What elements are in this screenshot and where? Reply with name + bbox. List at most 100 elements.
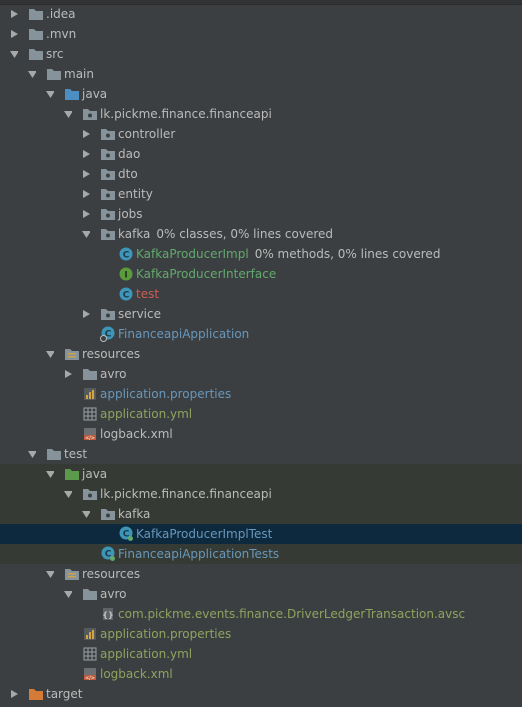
tree-node-test-class[interactable]: C test [0,284,522,304]
avsc-file-icon: {} [100,606,116,622]
tree-node-financeapi-application-tests[interactable]: C FinanceapiApplicationTests [0,544,522,564]
tree-node-kafka[interactable]: kafka 0% classes, 0% lines covered [0,224,522,244]
collapse-arrow-icon[interactable] [28,70,36,78]
tree-node-service[interactable]: service [0,304,522,324]
tree-node-application-yml[interactable]: application.yml [0,404,522,424]
collapse-arrow-icon[interactable] [28,450,36,458]
tree-node-controller[interactable]: controller [0,124,522,144]
tree-node-test-avro[interactable]: avro [0,584,522,604]
collapse-arrow-icon[interactable] [64,490,72,498]
expand-arrow-icon[interactable] [82,170,90,178]
node-label: target [46,687,83,701]
tree-node-idea[interactable]: .idea [0,4,522,24]
package-icon [100,146,116,162]
tree-node-dao[interactable]: dao [0,144,522,164]
package-icon [100,166,116,182]
node-label: controller [118,127,176,141]
node-label: avro [100,587,127,601]
collapse-arrow-icon[interactable] [82,510,90,518]
tree-node-mvn[interactable]: .mvn [0,24,522,44]
tree-node-main-package[interactable]: lk.pickme.finance.financeapi [0,104,522,124]
expand-arrow-icon[interactable] [82,190,90,198]
expand-arrow-icon[interactable] [10,30,18,38]
package-icon [100,306,116,322]
tree-node-logback-xml[interactable]: </> logback.xml [0,424,522,444]
resources-folder-icon [64,566,80,582]
tree-node-src[interactable]: src [0,44,522,64]
node-label: logback.xml [100,427,173,441]
svg-text:C: C [123,251,130,261]
folder-icon [28,46,44,62]
svg-text:</>: </> [85,435,95,441]
source-folder-icon [64,86,80,102]
expand-arrow-icon[interactable] [10,690,18,698]
expand-arrow-icon[interactable] [82,150,90,158]
tree-node-jobs[interactable]: jobs [0,204,522,224]
node-label: main [64,67,94,81]
node-label: dao [118,147,141,161]
tree-node-entity[interactable]: entity [0,184,522,204]
collapse-arrow-icon[interactable] [10,50,18,58]
node-label: avro [100,367,127,381]
tree-node-main-avro[interactable]: avro [0,364,522,384]
collapse-arrow-icon[interactable] [64,110,72,118]
node-label: application.yml [100,407,193,421]
tree-node-main[interactable]: main [0,64,522,84]
class-icon: C [118,246,134,262]
node-label: application.properties [100,627,232,641]
folder-icon [46,446,62,462]
package-icon [100,226,116,242]
collapse-arrow-icon[interactable] [82,230,90,238]
tree-node-main-resources[interactable]: resources [0,344,522,364]
node-label: FinanceapiApplication [118,327,250,341]
package-icon [82,106,98,122]
node-label: test [64,447,88,461]
node-label: logback.xml [100,667,173,681]
tree-node-avsc-file[interactable]: {} com.pickme.events.finance.DriverLedge… [0,604,522,624]
folder-icon [46,66,62,82]
expand-arrow-icon[interactable] [82,210,90,218]
tree-node-dto[interactable]: dto [0,164,522,184]
tree-node-kafka-producer-interface[interactable]: I KafkaProducerInterface [0,264,522,284]
tree-node-kafka-producer-impl[interactable]: C KafkaProducerImpl 0% methods, 0% lines… [0,244,522,264]
node-label: jobs [118,207,143,221]
collapse-arrow-icon[interactable] [46,470,54,478]
collapse-arrow-icon[interactable] [64,590,72,598]
folder-icon [28,6,44,22]
expand-arrow-icon[interactable] [64,370,72,378]
tree-node-test-application-yml[interactable]: application.yml [0,644,522,664]
tree-node-test-logback-xml[interactable]: </> logback.xml [0,664,522,684]
collapse-arrow-icon[interactable] [46,350,54,358]
node-label: java [82,87,108,101]
svg-text:C: C [123,530,130,540]
tree-node-application-properties[interactable]: application.properties [0,384,522,404]
title-bar-strip [0,0,522,5]
tree-node-test-java[interactable]: java [0,464,522,484]
tree-node-main-java[interactable]: java [0,84,522,104]
node-label: lk.pickme.finance.financeapi [100,487,272,501]
collapse-arrow-icon[interactable] [46,90,54,98]
properties-file-icon [82,386,98,402]
tree-node-test-kafka[interactable]: kafka [0,504,522,524]
tree-node-kafka-producer-impl-test[interactable]: C KafkaProducerImplTest [0,524,522,544]
package-icon [100,186,116,202]
expand-arrow-icon[interactable] [82,130,90,138]
tree-node-target[interactable]: target [0,684,522,704]
collapse-arrow-icon[interactable] [46,570,54,578]
yml-file-icon [82,406,98,422]
expand-arrow-icon[interactable] [82,310,90,318]
yml-file-icon [82,646,98,662]
node-label: com.pickme.events.finance.DriverLedgerTr… [118,607,466,621]
tree-node-test-package[interactable]: lk.pickme.finance.financeapi [0,484,522,504]
tree-node-test[interactable]: test [0,444,522,464]
node-label: kafka [118,227,151,241]
tree-node-financeapi-application[interactable]: C FinanceapiApplication [0,324,522,344]
tree-node-test-application-properties[interactable]: application.properties [0,624,522,644]
class-icon: C [118,286,134,302]
folder-icon [82,586,98,602]
xml-file-icon: </> [82,426,98,442]
resources-folder-icon [64,346,80,362]
node-label: FinanceapiApplicationTests [118,547,280,561]
expand-arrow-icon[interactable] [10,10,18,18]
tree-node-test-resources[interactable]: resources [0,564,522,584]
